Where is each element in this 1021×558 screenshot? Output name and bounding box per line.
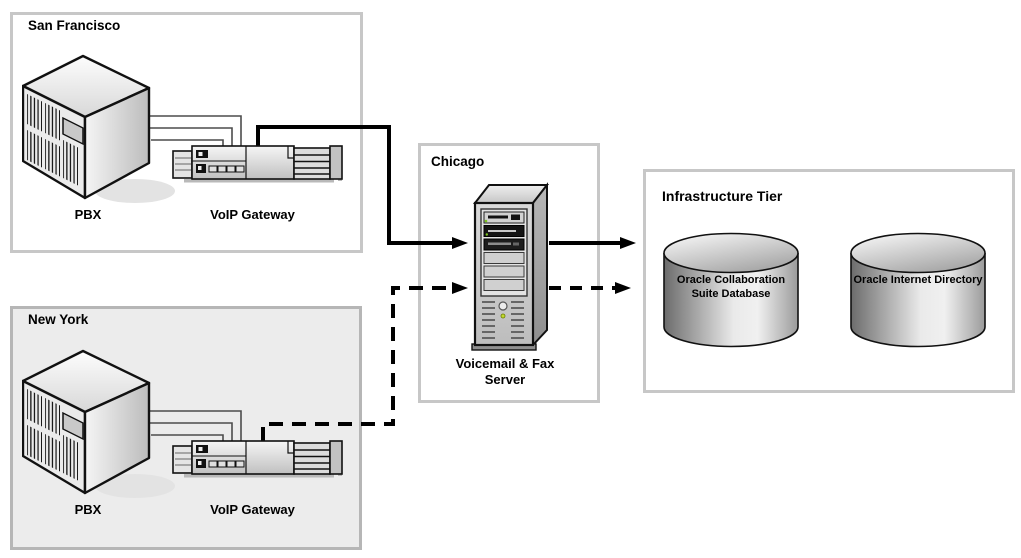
group-label-new-york: New York [28,312,89,327]
pbx-icon [22,349,177,499]
device-label-voicemail-fax-server: Voicemail & Fax Server [455,356,555,388]
group-label-chicago: Chicago [431,154,485,169]
voip-gateway-icon [172,437,344,483]
device-label-gateway-ny: VoIP Gateway [210,502,295,517]
database-label-oid: Oracle Internet Directory [853,274,983,286]
database-cylinder-icon [848,229,988,351]
device-label-gateway-sf: VoIP Gateway [210,207,295,222]
pbx-icon [22,54,177,204]
database-label-ocs: Oracle Collaboration Suite Database [676,274,786,301]
device-label-pbx-sf: PBX [74,207,102,222]
server-icon [455,181,551,353]
group-label-infrastructure-tier: Infrastructure Tier [662,188,783,204]
device-label-pbx-ny: PBX [74,502,102,517]
voip-gateway-icon [172,142,344,188]
group-label-san-francisco: San Francisco [28,18,121,33]
